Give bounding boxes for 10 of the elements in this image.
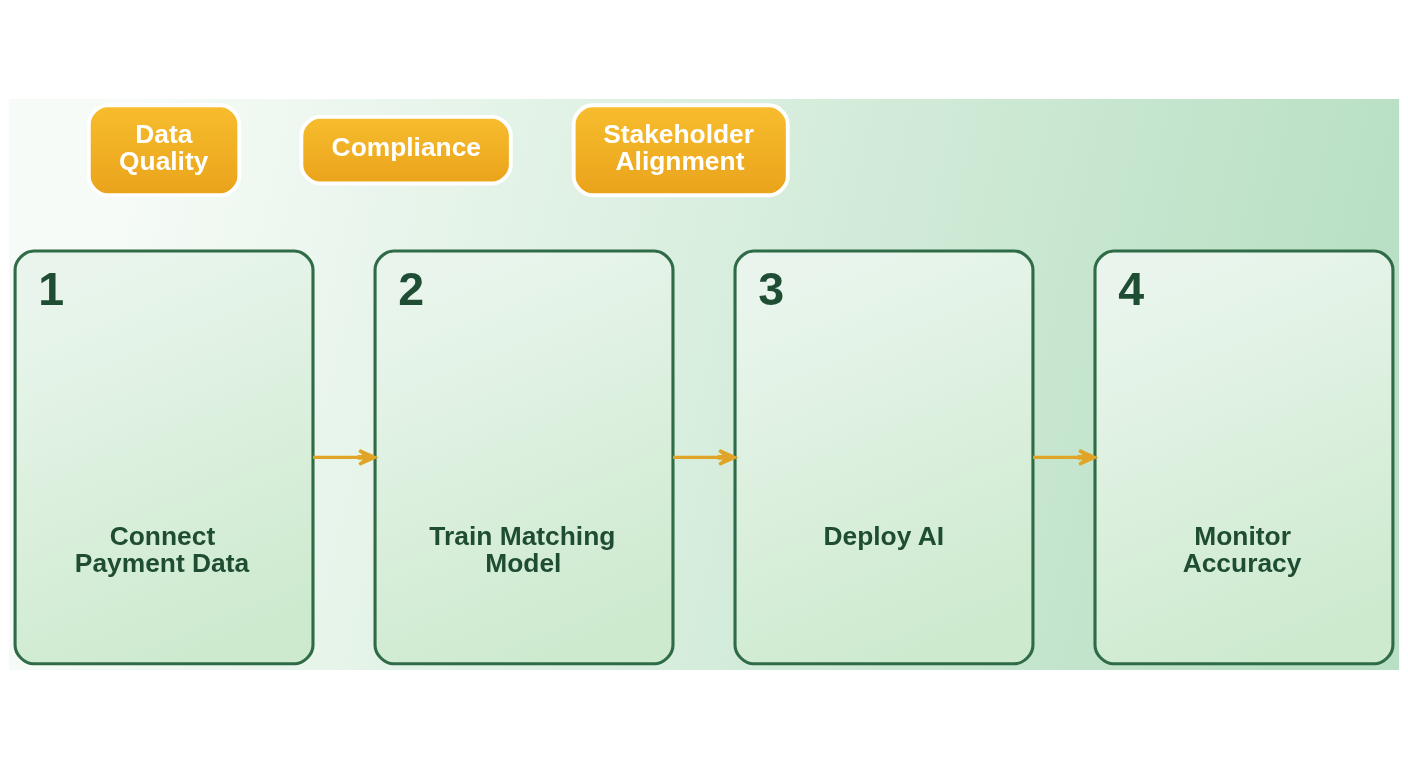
node-box: 2 Train Matching Model xyxy=(373,249,675,665)
node-box: Stakeholder Alignment xyxy=(571,102,790,197)
node-box: 4 Monitor Accuracy xyxy=(1093,249,1395,665)
node-box: 1 Connect Payment Data xyxy=(13,249,315,665)
arrow xyxy=(673,448,737,466)
node-box: 3 Deploy AI xyxy=(733,249,1035,665)
arrow xyxy=(313,448,377,466)
arrow xyxy=(1033,448,1097,466)
node-box: Data Quality xyxy=(86,102,242,197)
node-box: Compliance xyxy=(299,114,513,185)
